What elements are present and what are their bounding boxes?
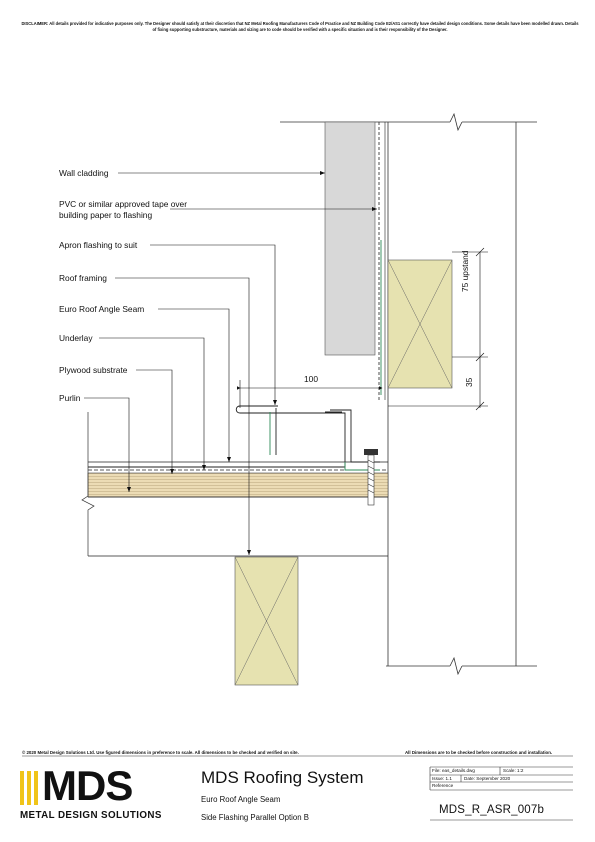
- logo-mds: MDS: [42, 762, 133, 809]
- logo-company-name: METAL DESIGN SOLUTIONS: [20, 810, 162, 821]
- label-apron-flashing: Apron flashing to suit: [59, 240, 138, 250]
- purlin-block: [234, 556, 299, 686]
- label-wall-cladding: Wall cladding: [59, 168, 109, 178]
- file-label: File: eas_details.dwg: [432, 768, 475, 773]
- label-underlay: Underlay: [59, 333, 93, 343]
- scale-label: Scale: 1:2: [503, 768, 524, 773]
- dim-upstand-value: 75 upstand: [460, 250, 470, 292]
- disclaimer-text: DISCLAIMER: All details provided for ind…: [21, 21, 579, 32]
- dim-horizontal-value: 100: [304, 374, 318, 384]
- label-purlin: Purlin: [59, 393, 81, 403]
- leader-lines: [84, 172, 377, 555]
- fixing-screw: [364, 449, 378, 506]
- detail-name: Side Flashing Parallel Option B: [201, 813, 309, 822]
- wall-frame: [280, 112, 537, 676]
- drawing-code: MDS_R_ASR_007b: [439, 804, 545, 816]
- euro-roof-angle-seam: [88, 405, 380, 468]
- footer-verify: All Dimensions are to be checked before …: [405, 750, 553, 755]
- label-pvc-tape-2: building paper to flashing: [59, 210, 153, 220]
- system-title: MDS Roofing System: [201, 768, 364, 787]
- product-name: Euro Roof Angle Seam: [201, 795, 281, 804]
- reference-label: Reference: [432, 783, 454, 788]
- wall-cladding-block: [324, 121, 376, 356]
- label-euro-roof: Euro Roof Angle Seam: [59, 304, 145, 314]
- label-roof-framing: Roof framing: [59, 273, 107, 283]
- plywood-substrate: [87, 472, 389, 498]
- dim-vertical: [388, 247, 488, 411]
- footer-copyright: © 2020 Metal Design Solutions Ltd. Use f…: [22, 750, 299, 755]
- dim-lower-value: 35: [464, 377, 474, 387]
- dim-horizontal: [237, 380, 383, 408]
- date-label: Date: September 2020: [464, 776, 511, 781]
- label-pvc-tape-1: PVC or similar approved tape over: [59, 199, 188, 209]
- label-plywood: Plywood substrate: [59, 365, 128, 375]
- issue-label: Issue: 1.1: [432, 776, 452, 781]
- title-block-frame: [429, 766, 573, 821]
- timber-upstand-block: [387, 259, 453, 389]
- logo-mark: [20, 771, 38, 805]
